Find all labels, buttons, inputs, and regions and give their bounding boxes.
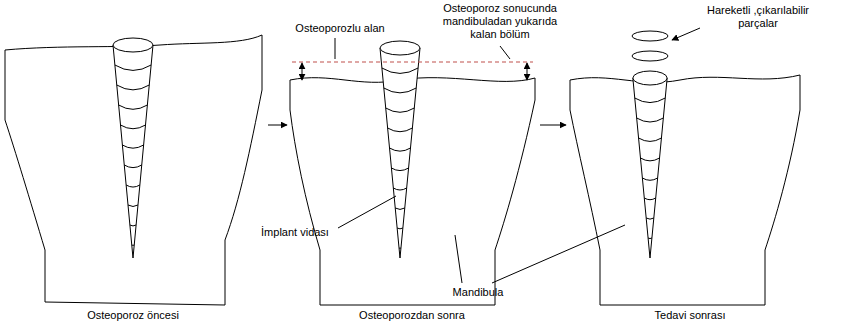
implant-thread	[124, 165, 141, 168]
implant-thread	[642, 178, 657, 180]
removable-piece	[632, 31, 668, 41]
leader-line	[500, 46, 510, 59]
callout-label: Mandibula	[438, 286, 518, 299]
implant-thread	[391, 168, 408, 171]
implant-thread	[130, 225, 136, 227]
callout-label: İmplant vidası	[250, 226, 340, 239]
implant-thread	[132, 245, 134, 246]
leader-line	[672, 28, 700, 40]
mandible-outline	[570, 75, 800, 305]
implant-thread	[126, 185, 140, 187]
implant-thread	[640, 158, 659, 161]
mandible-outline	[5, 35, 262, 305]
implant-thread	[646, 218, 654, 219]
panel-caption: Osteoporozdan sonra	[332, 309, 492, 322]
implant-thread	[115, 65, 151, 70]
implant-thread	[648, 238, 652, 240]
leader-line	[492, 225, 625, 283]
callout-label: Osteoporozlu alan	[290, 22, 390, 35]
removable-piece	[632, 51, 668, 61]
implant-thread	[382, 68, 418, 73]
implant-thread	[395, 208, 405, 209]
implant-thread	[399, 248, 401, 249]
implant-thread	[644, 198, 655, 200]
implant-thread	[397, 228, 403, 230]
implant-thread	[128, 205, 138, 206]
implant-thread	[637, 118, 664, 122]
implant-thread	[121, 125, 146, 129]
implant-thread	[639, 138, 662, 141]
implant-thread	[386, 108, 415, 112]
leader-line	[338, 196, 396, 228]
implant-screws	[113, 38, 667, 258]
implant-thread	[393, 188, 406, 190]
panel-caption: Tedavi sonrası	[620, 309, 760, 322]
leader-line	[335, 38, 336, 59]
implant-body	[380, 48, 420, 258]
implant-thread	[117, 85, 149, 90]
step-arrow	[268, 125, 287, 126]
implant-thread	[384, 88, 416, 93]
implant-thread	[122, 145, 143, 148]
implant-body	[113, 45, 153, 258]
callout-label: Osteoporoz sonucunda mandibuladan yukarı…	[430, 2, 570, 41]
implant-thread	[635, 98, 665, 103]
panel-caption: Osteoporoz öncesi	[63, 309, 203, 322]
dimension-arrow	[527, 63, 528, 80]
callout-label: Hareketli ,çıkarılabilir parçalar	[693, 4, 823, 30]
implant-head	[633, 71, 667, 85]
implant-body	[633, 78, 667, 258]
step-arrow	[540, 125, 566, 126]
leader-line	[455, 235, 462, 283]
implant-thread	[119, 105, 148, 109]
dimension-arrow	[302, 63, 303, 80]
implant-thread	[390, 148, 411, 151]
osteoporosis-line	[292, 61, 533, 62]
implant-head	[380, 41, 420, 55]
implant-head	[113, 38, 153, 52]
implant-thread	[388, 128, 413, 132]
